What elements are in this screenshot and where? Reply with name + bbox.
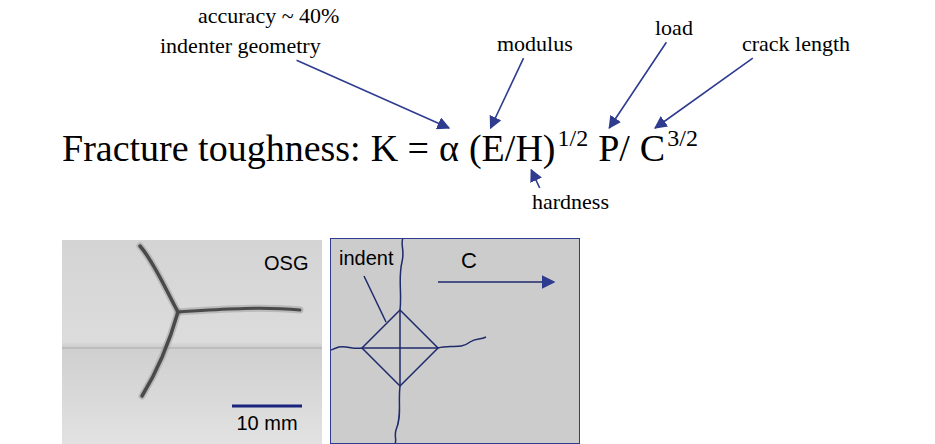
indent-schematic xyxy=(330,238,580,444)
micrograph-panel: OSG 10 mm xyxy=(62,240,322,444)
formula-term: C xyxy=(640,128,665,170)
scale-bar xyxy=(232,405,302,408)
micrograph xyxy=(62,240,322,444)
formula-exponent: 3/2 xyxy=(667,125,698,151)
term-label: hardness xyxy=(532,190,609,214)
schematic-panel: indent C xyxy=(330,238,580,444)
formula-term: α xyxy=(439,128,459,170)
formula-term: (E/H) xyxy=(469,128,556,170)
formula-term: Fracture toughness: xyxy=(62,128,361,170)
leader-arrow xyxy=(655,58,753,128)
formula: Fracture toughness:K =α(E/H)1/2 P/C3/2 xyxy=(62,128,708,170)
term-label: indenter geometry xyxy=(160,34,321,58)
sample-name: OSG xyxy=(264,252,308,274)
crack-length-symbol: C xyxy=(461,249,477,273)
accuracy-note: accuracy ~ 40% xyxy=(198,4,339,28)
leader-arrow xyxy=(297,60,449,128)
formula-term: P/ xyxy=(598,128,630,170)
leader-arrow xyxy=(531,170,539,188)
term-label: crack length xyxy=(742,32,850,56)
formula-term: K = xyxy=(371,128,429,170)
term-label: modulus xyxy=(497,32,573,56)
scale-label: 10 mm xyxy=(236,412,297,434)
leader-arrow xyxy=(491,58,524,128)
term-label: load xyxy=(655,16,693,40)
indent-label: indent xyxy=(339,247,394,269)
formula-exponent: 1/2 xyxy=(557,125,588,151)
leader-arrow xyxy=(609,42,666,128)
